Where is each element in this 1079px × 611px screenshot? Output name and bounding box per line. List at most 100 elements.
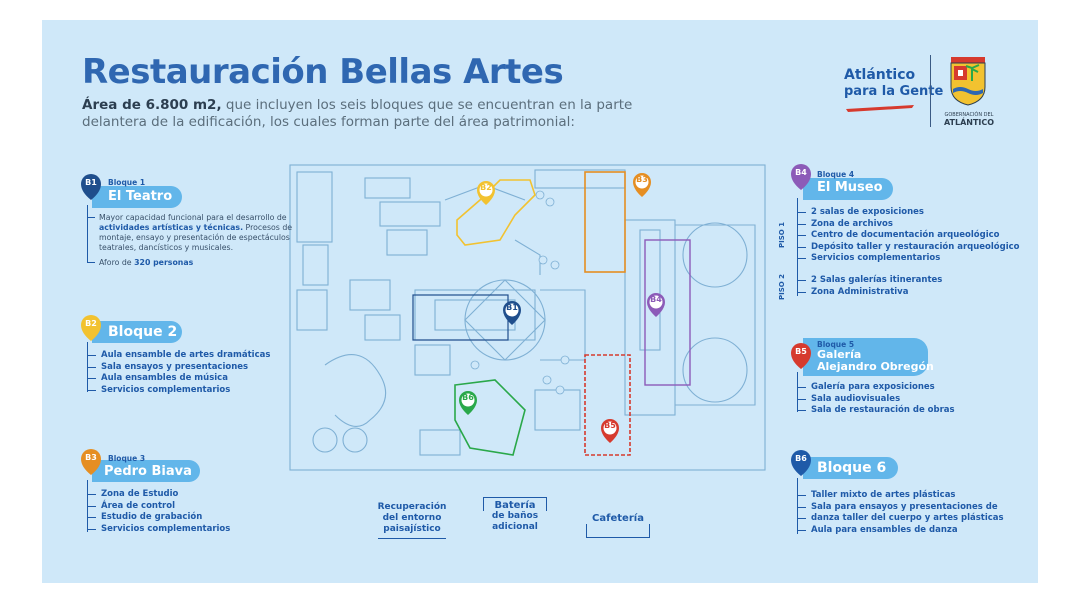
block3-list: Zona de Estudio Área de control Estudio …: [79, 489, 230, 535]
block6-badge-label: B6: [795, 454, 807, 463]
page-subtitle: Área de 6.800 m2, que incluyen los seis …: [82, 97, 642, 131]
map-pin-icon: [633, 173, 651, 197]
map-pin-icon: [601, 419, 619, 443]
list-item: 2 salas de exposiciones: [789, 207, 1020, 219]
label-recuperacion: Recuperación del entorno paisajístico: [372, 502, 452, 535]
block3-badge-label: B3: [85, 453, 97, 462]
list-item: Depósito taller y restauración arqueológ…: [789, 242, 1020, 254]
block6-name: Bloque 6: [817, 460, 887, 476]
block-b5-area: [584, 354, 631, 456]
block4-pill: [803, 178, 893, 200]
block2-badge-label: B2: [85, 319, 97, 328]
label-line: Recuperación: [377, 502, 447, 512]
block4-list-piso2: 2 Salas galerías itinerantes Zona Admini…: [789, 275, 942, 298]
map-pin-icon: [81, 315, 101, 341]
gobernacion-logo: Atlántico para la Gente GOBERNACIÓN DEL …: [830, 55, 1005, 130]
block4-list-piso1: 2 salas de exposiciones Zona de archivos…: [789, 207, 1020, 265]
label-bateria: Batería de baños adicional: [480, 500, 550, 533]
block1-desc-text: Mayor capacidad funcional para el desarr…: [99, 213, 287, 222]
logo-line2: para la Gente: [844, 84, 944, 99]
list-item: Sala de restauración de obras: [789, 405, 955, 417]
list-item: Galería para exposiciones: [789, 382, 955, 394]
block2-badge: B2: [80, 314, 101, 341]
block5-connector: [797, 372, 798, 412]
page-title: Restauración Bellas Artes: [82, 52, 564, 92]
map-pin-label: B6: [462, 393, 474, 402]
label-underline: [586, 537, 650, 538]
block3-badge: B3: [80, 448, 101, 475]
block5-name-1: Galería: [817, 348, 862, 361]
list-item: Taller mixto de artes plásticas: [789, 490, 1004, 502]
list-item: 2 Salas galerías itinerantes: [789, 275, 942, 287]
logo-gob-big: ATLÁNTICO: [943, 118, 995, 127]
tick: [87, 217, 95, 218]
map-pin-icon: [81, 449, 101, 475]
block-b3-area: [584, 171, 626, 273]
block5-badge: B5: [790, 342, 811, 369]
block1-name: El Teatro: [108, 189, 173, 204]
label-overline: [483, 497, 547, 498]
subtitle-area: Área de 6.800 m2,: [82, 97, 222, 113]
map-pin-icon: [503, 301, 521, 325]
logo-divider: [930, 55, 931, 127]
block1-badge: B1: [80, 173, 101, 200]
map-pin-icon: [647, 293, 665, 317]
map-pin-label: B3: [636, 175, 648, 184]
aforo-value: 320 personas: [134, 258, 194, 267]
map-pin-b1[interactable]: B1: [502, 300, 522, 326]
logo-line1: Atlántico: [844, 67, 916, 83]
list-item: Sala ensayos y presentaciones: [79, 362, 270, 374]
block3-pill: [92, 460, 200, 482]
list-item: Área de control: [79, 501, 230, 513]
block4-name: El Museo: [817, 180, 883, 195]
list-item: Servicios complementarios: [79, 385, 270, 397]
subtitle-text: que incluyen los seis bloques que se enc…: [82, 97, 633, 130]
block5-list: Galería para exposiciones Sala audiovisu…: [789, 382, 955, 417]
block1-description: Mayor capacidad funcional para el desarr…: [99, 213, 304, 253]
block5-badge-label: B5: [795, 347, 807, 356]
list-item: Aula ensamble de artes dramáticas: [79, 350, 270, 362]
map-pin-b3[interactable]: B3: [632, 172, 652, 198]
label-underline: [378, 538, 446, 539]
label-bracket: [483, 497, 484, 511]
block3-connector: [87, 480, 88, 532]
map-pin-b2[interactable]: B2: [476, 180, 496, 206]
label-line: Batería: [494, 500, 536, 511]
map-pin-icon: [791, 450, 811, 476]
block4-badge-label: B4: [795, 168, 807, 177]
list-item: Aula para ensambles de danza: [789, 525, 1004, 537]
aforo-label: Aforo de: [99, 258, 135, 267]
map-pin-b4[interactable]: B4: [646, 292, 666, 318]
piso1-label: PISO 1: [778, 221, 786, 248]
map-pin-icon: [459, 391, 477, 415]
block6-list: Taller mixto de artes plásticas Sala par…: [789, 490, 1004, 536]
block3-name: Pedro Biava: [104, 464, 192, 479]
block4-badge: B4: [790, 163, 811, 190]
block1-aforo: Aforo de 320 personas: [99, 258, 193, 267]
map-pin-icon: [791, 164, 811, 190]
list-item: Sala para ensayos y presentaciones de: [789, 502, 1004, 514]
block5-pill: [803, 338, 928, 376]
map-pin-label: B1: [506, 303, 518, 312]
label-line: de baños: [491, 511, 539, 521]
block5-sub: Bloque 5: [817, 340, 855, 349]
block1-desc-text2: Procesos de montaje, ensayo y presentaci…: [99, 223, 293, 252]
list-item: Aula ensambles de música: [79, 373, 270, 385]
block6-pill: [803, 457, 898, 479]
map-pin-b6[interactable]: B6: [458, 390, 478, 416]
block1-sub: Bloque 1: [108, 178, 146, 187]
plan-trees: [470, 190, 570, 395]
list-item: Zona de Estudio: [79, 489, 230, 501]
block2-pill: [92, 321, 182, 343]
block5-name-2: Alejandro Obregón: [817, 360, 934, 373]
map-pin-icon: [477, 181, 495, 205]
block1-desc-bold: actividades artísticas y técnicas.: [99, 223, 244, 232]
map-pin-icon: [81, 174, 101, 200]
map-pin-b5[interactable]: B5: [600, 418, 620, 444]
list-item: Sala audiovisuales: [789, 394, 955, 406]
label-bracket: [649, 524, 650, 538]
list-item: Zona de archivos: [789, 219, 1020, 231]
label-bracket: [586, 524, 587, 538]
block-b2-area: [456, 179, 536, 246]
list-item: danza taller del cuerpo y artes plástica…: [789, 513, 1004, 525]
